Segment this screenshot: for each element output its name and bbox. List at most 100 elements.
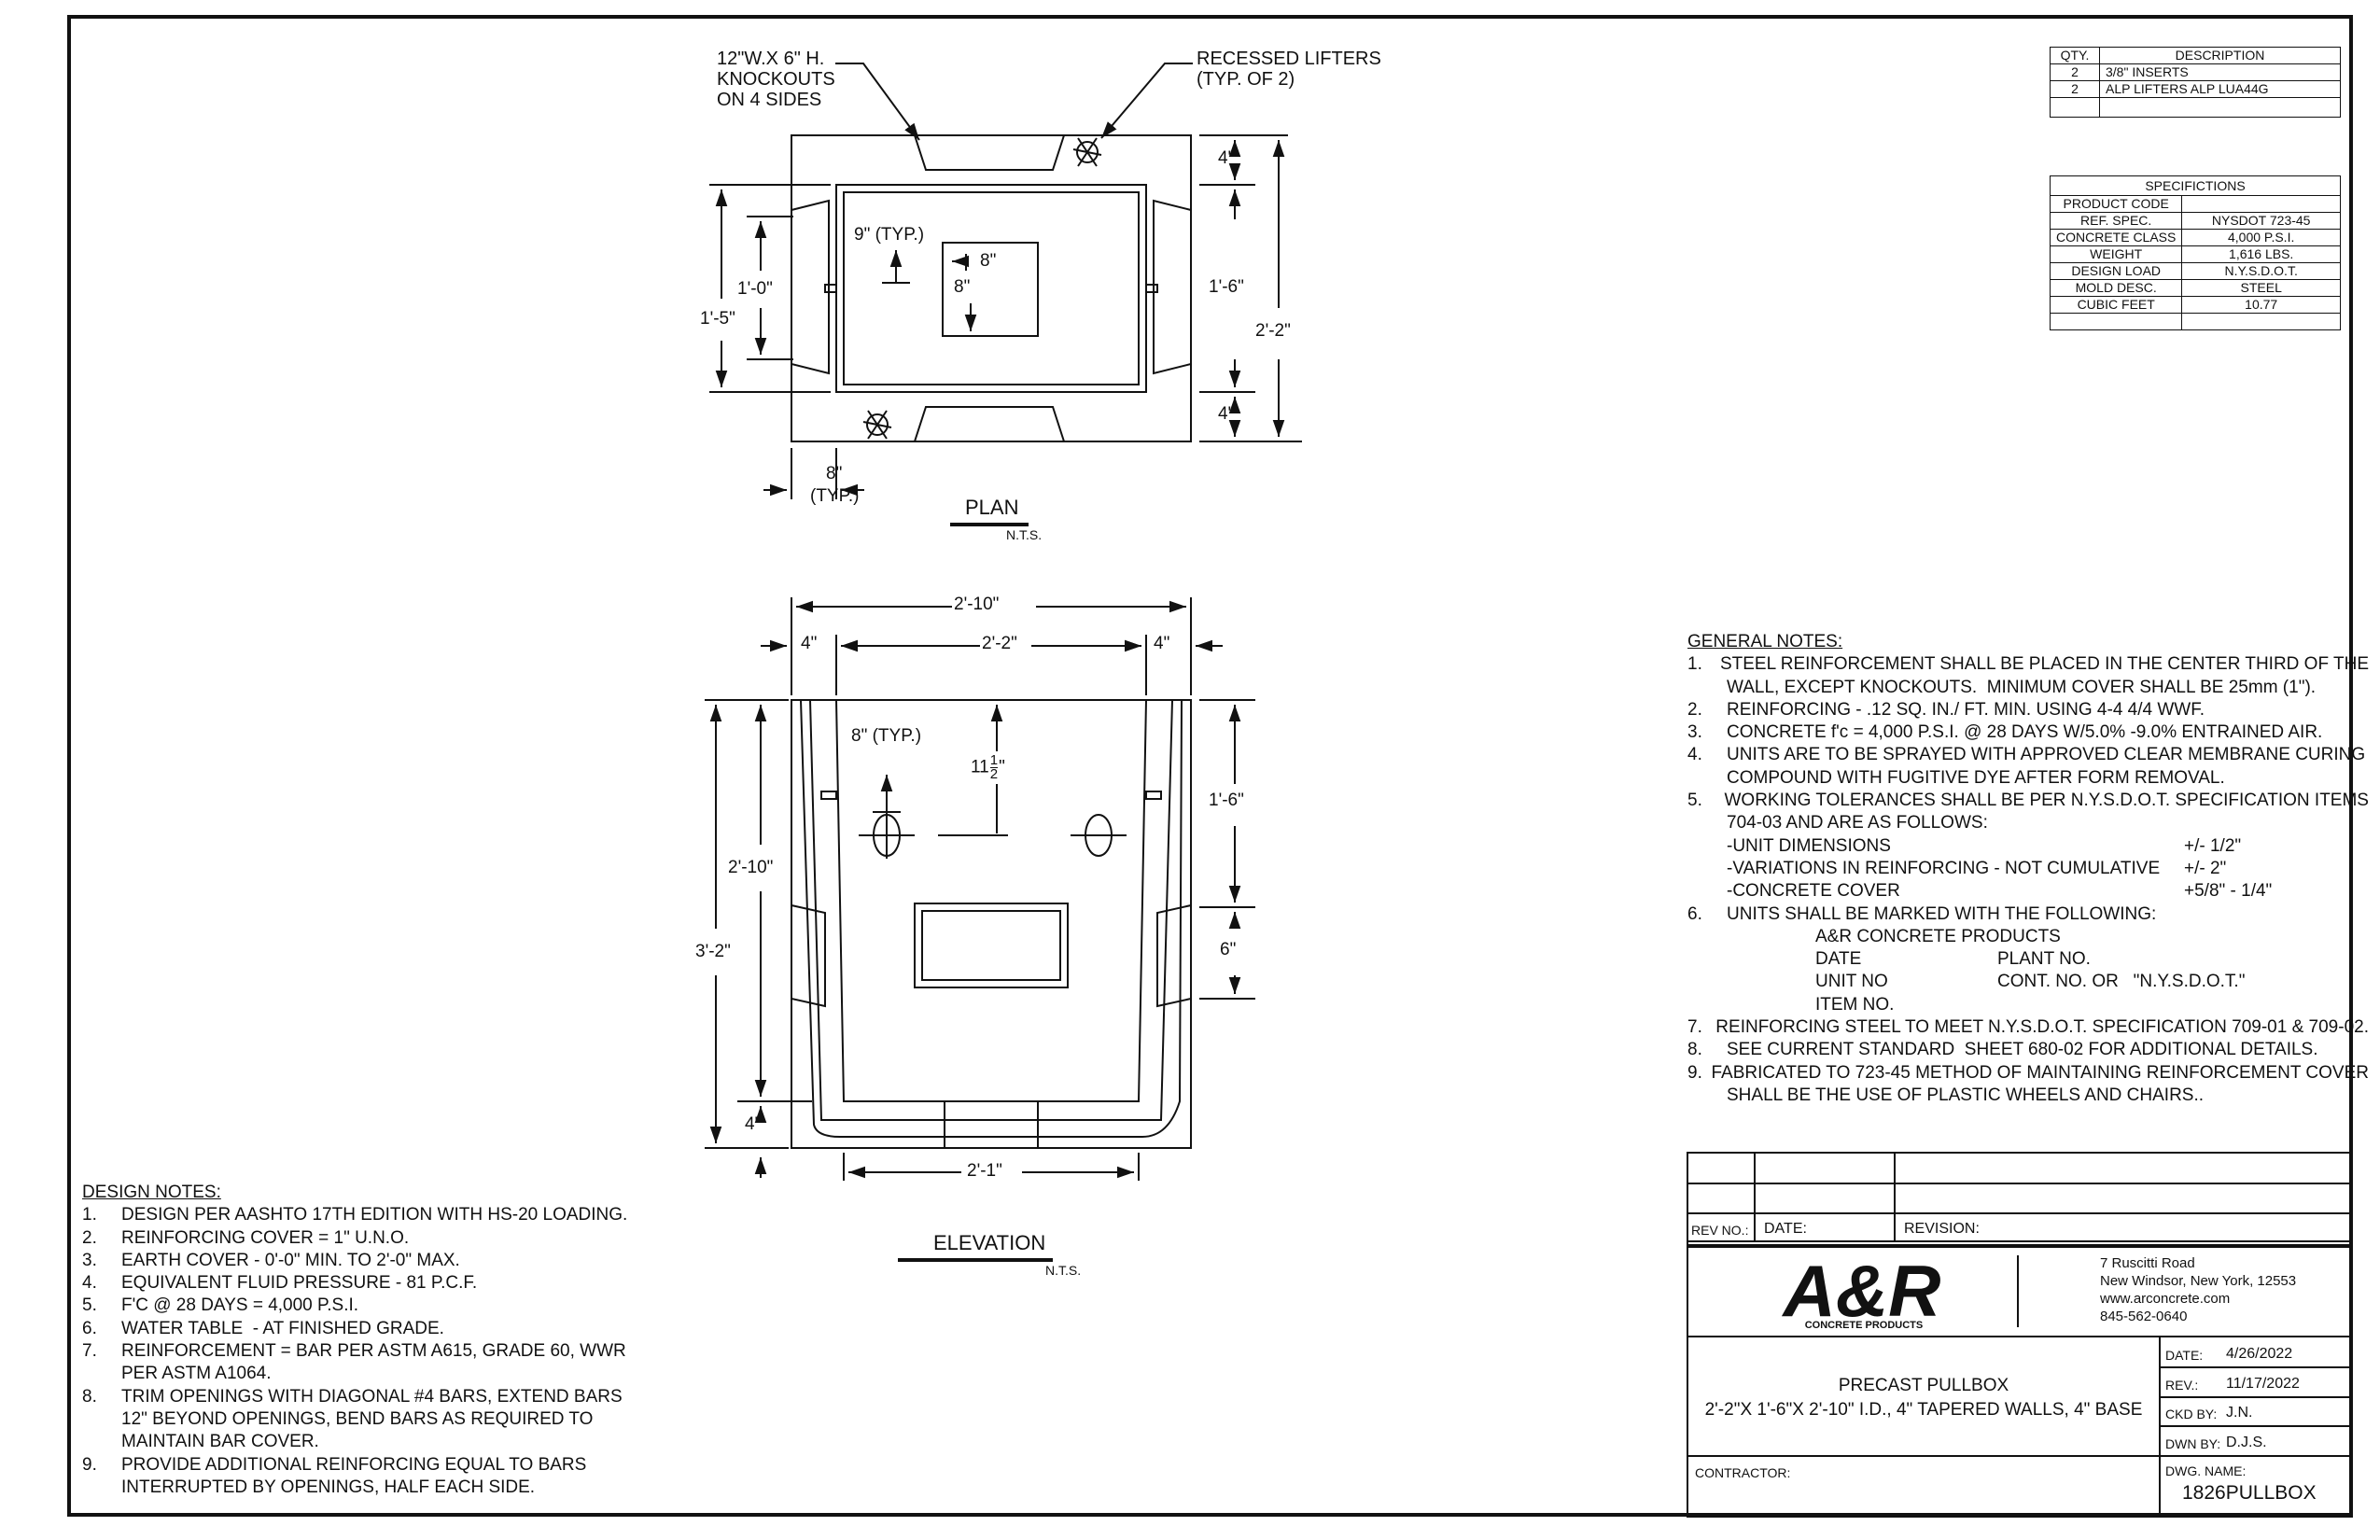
bill-header-qty: QTY. — [2050, 47, 2100, 64]
plan-knockout-top — [913, 134, 1066, 171]
dwn-value: D.J.S. — [2226, 1435, 2267, 1450]
plan-dim-top-wall: 4" — [1218, 148, 1235, 168]
list-item: 1.STEEL REINFORCEMENT SHALL BE PLACED IN… — [1687, 654, 2369, 675]
logo-text: A&R — [1782, 1250, 1941, 1332]
dwg-name-value: 1826PULLBOX — [2182, 1482, 2317, 1504]
table-row: REF. SPEC.NYSDOT 723-45 — [2049, 212, 2341, 230]
elevation-scale: N.T.S. — [1045, 1263, 1082, 1278]
list-item: COMPOUND WITH FUGITIVE DYE AFTER FORM RE… — [1727, 767, 2225, 788]
elev-knockout-left — [791, 903, 826, 1008]
list-item: 1.DESIGN PER AASHTO 17TH EDITION WITH HS… — [82, 1205, 628, 1225]
plan-dim-inner-length: 1'-6" — [1209, 277, 1244, 297]
list-item: 8.SEE CURRENT STANDARD SHEET 680-02 FOR … — [1687, 1040, 2318, 1060]
elev-dim-left-wall: 4" — [801, 634, 818, 653]
plan-knockout-bottom — [913, 406, 1066, 442]
dwn-label: DWN BY: — [2165, 1436, 2221, 1451]
rev-field-label: REV.: — [2165, 1378, 2199, 1393]
drawing-title-1: PRECAST PULLBOX — [1838, 1376, 2009, 1395]
list-item: WALL, EXCEPT KNOCKOUTS. MINIMUM COVER SH… — [1727, 677, 2317, 697]
elevation-title: ELEVATION — [933, 1231, 1046, 1254]
elev-dim-bottom-width: 2'-1" — [967, 1161, 1002, 1181]
plan-dim-outer-width: 1'-5" — [700, 309, 735, 329]
ckd-value: J.N. — [2226, 1405, 2253, 1421]
general-notes: GENERAL NOTES: 1.STEEL REINFORCEMENT SHA… — [1687, 631, 2369, 1107]
table-row: PRODUCT CODE — [2049, 195, 2341, 213]
elev-knockout-right — [1156, 903, 1192, 1008]
list-item: 12" BEYOND OPENINGS, BEND BARS AS REQUIR… — [121, 1408, 594, 1429]
list-item: PER ASTM A1064. — [121, 1364, 272, 1384]
plan-dim-typ8b: (TYP.) — [810, 486, 860, 506]
list-item: INTERRUPTED BY OPENINGS, HALF EACH SIDE. — [121, 1477, 536, 1497]
plan-top-opening — [942, 242, 1039, 337]
date-field-label: DATE: — [2165, 1348, 2204, 1363]
elev-dim-overall-width: 2'-10" — [954, 595, 1000, 614]
list-item: MAINTAIN BAR COVER. — [121, 1432, 319, 1452]
lifters-callout: RECESSED LIFTERS (TYP. OF 2) — [1197, 49, 1381, 90]
plan-dim-outer-length: 2'-2" — [1255, 321, 1291, 341]
plan-lifter-bottom-ring — [866, 413, 889, 436]
list-item: 9.PROVIDE ADDITIONAL REINFORCING EQUAL T… — [82, 1454, 587, 1475]
elev-dim-inner-height: 2'-10" — [728, 858, 774, 877]
specifications-table: SPECIFICTIONS PRODUCT CODE REF. SPEC.NYS… — [2049, 175, 2341, 330]
elev-dim-right-upper: 1'-6" — [1209, 791, 1244, 810]
plan-inner-outline — [835, 184, 1147, 393]
list-item: 704-03 AND ARE AS FOLLOWS: — [1727, 813, 1988, 833]
list-item: 6.UNITS SHALL BE MARKED WITH THE FOLLOWI… — [1687, 903, 2157, 924]
sheet-border — [67, 15, 2353, 1517]
design-notes-heading: DESIGN NOTES: — [82, 1183, 221, 1202]
list-item: 7.REINFORCEMENT = BAR PER ASTM A615, GRA… — [82, 1341, 626, 1362]
plan-scale: N.T.S. — [1006, 527, 1043, 542]
bill-header-desc: DESCRIPTION — [2099, 47, 2341, 64]
revision-label: REVISION: — [1904, 1221, 1980, 1237]
list-item: 5.F'C @ 28 DAYS = 4,000 P.S.I. — [82, 1295, 359, 1316]
plan-lifter-top-ring — [1076, 141, 1099, 163]
plan-title: PLAN — [965, 496, 1019, 519]
list-item: 6.WATER TABLE - AT FINISHED GRADE. — [82, 1318, 444, 1338]
list-item: 7.REINFORCING STEEL TO MEET N.Y.S.D.O.T.… — [1687, 1017, 2369, 1038]
date-value: 4/26/2022 — [2226, 1346, 2293, 1362]
tolerance-row: -CONCRETE COVER+5/8" - 1/4" — [1727, 881, 2273, 902]
plan-knockout-right — [1153, 199, 1192, 375]
list-item: 4.UNITS ARE TO BE SPRAYED WITH APPROVED … — [1687, 745, 2366, 765]
list-item: 4.EQUIVALENT FLUID PRESSURE - 81 P.C.F. — [82, 1273, 478, 1294]
elev-dim-right-wall: 4" — [1154, 634, 1170, 653]
date-label: DATE: — [1764, 1221, 1807, 1237]
ar-logo-icon: A&R CONCRETE PRODUCTS — [1782, 1250, 1941, 1332]
elev-dim-base: 4" — [745, 1114, 762, 1134]
elev-knockout-front — [914, 903, 1069, 988]
elev-dim-inner-width: 2'-2" — [982, 634, 1017, 653]
plan-dim-inner-width: 1'-0" — [737, 279, 773, 299]
list-item: 3.EARTH COVER - 0'-0" MIN. TO 2'-0" MAX. — [82, 1250, 460, 1270]
plan-dim-typ9: 9" (TYP.) — [854, 225, 925, 245]
logo-sub: CONCRETE PRODUCTS — [1805, 1320, 1924, 1331]
plan-dim-open-h: 8" — [954, 277, 971, 297]
drawing-title-2: 2'-2"X 1'-6"X 2'-10" I.D., 4" TAPERED WA… — [1704, 1400, 2143, 1420]
rev-value: 11/17/2022 — [2226, 1376, 2300, 1392]
dwg-name-label: DWG. NAME: — [2165, 1463, 2247, 1478]
list-item: 2.REINFORCING COVER = 1" U.N.O. — [82, 1227, 410, 1248]
elev-dim-outer-height: 3'-2" — [695, 942, 731, 961]
list-item: 8.TRIM OPENINGS WITH DIAGONAL #4 BARS, E… — [82, 1386, 623, 1407]
table-row — [2050, 97, 2341, 118]
marking-row: ITEM NO. — [1815, 994, 1895, 1015]
plan-dim-open-w: 8" — [980, 251, 997, 271]
rev-no-label: REV NO.: — [1691, 1223, 1749, 1238]
spec-title: SPECIFICTIONS — [2050, 175, 2341, 196]
plan-dim-typ8: 8" — [826, 464, 843, 483]
contractor-label: CONTRACTOR: — [1695, 1465, 1791, 1480]
title-block-frame — [1687, 1152, 2353, 1518]
ckd-label: CKD BY: — [2165, 1407, 2218, 1421]
list-item: 5.WORKING TOLERANCES SHALL BE PER N.Y.S.… — [1687, 791, 2369, 811]
elev-dim-typ8: 8" (TYP.) — [851, 726, 922, 746]
plan-dim-bottom-wall: 4" — [1218, 404, 1235, 424]
